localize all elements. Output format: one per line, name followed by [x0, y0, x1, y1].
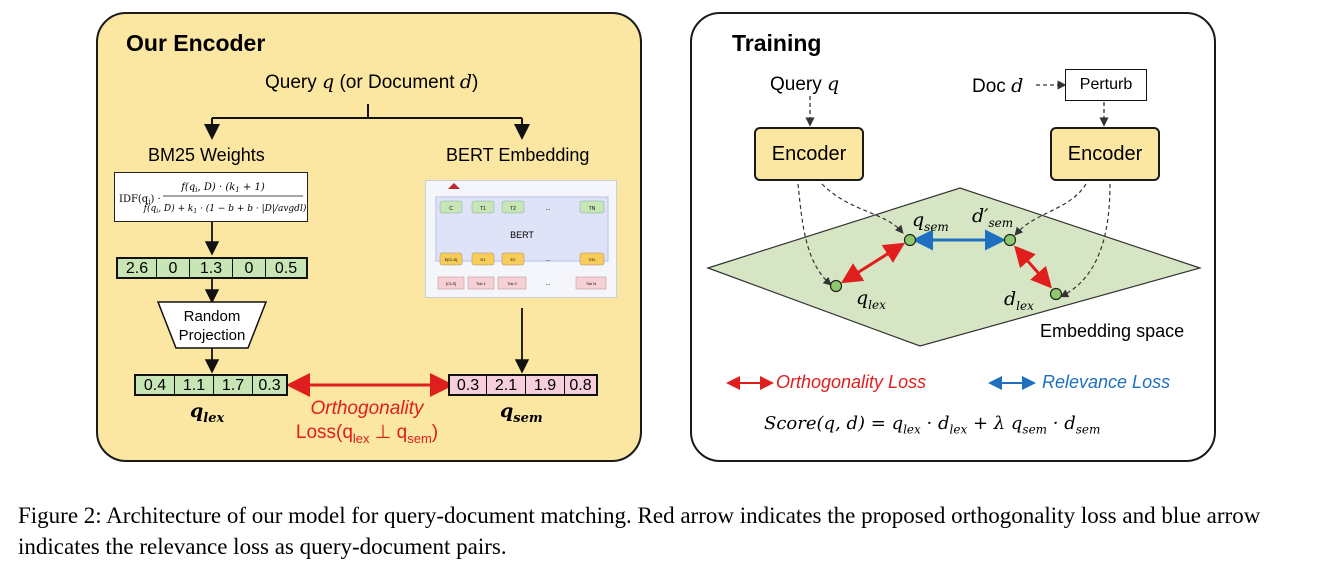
embedding-space-label: Embedding space — [1040, 321, 1185, 341]
orthogonality-loss-label: Orthogonality Loss(qlex ⊥ qsem) — [295, 398, 439, 446]
bert-top-token — [471, 200, 495, 214]
bert-top-token-label: TN — [589, 206, 596, 212]
bert-input-token — [497, 276, 527, 290]
encoder-connectors — [156, 104, 530, 397]
q-sem-label: qsem — [500, 400, 543, 426]
q-sem-cell: 1.9 — [526, 376, 565, 394]
q-lex-cell: 0.4 — [136, 376, 175, 394]
bert-emb-token-label: ... — [545, 257, 550, 263]
q-sem-cell: 0.8 — [565, 376, 596, 394]
formula-denominator: f(qi, D) + k1 · (1 − b + b · |D|/avgdl) — [143, 203, 307, 215]
bert-emb-token — [501, 252, 525, 266]
bert-emb-token-label: E1 — [481, 257, 487, 262]
encoder-left-box: Encoder — [754, 127, 864, 181]
bert-input-token-label: [CLS] — [446, 281, 456, 286]
bm25-cell: 1.3 — [190, 259, 233, 277]
q-lex-cell: 0.3 — [253, 376, 286, 394]
projection-trapezoid — [156, 301, 268, 349]
encoder-panel-title: Our Encoder — [126, 30, 266, 56]
bm25-label: BM25 Weights — [148, 145, 265, 165]
formula-numerator: f(qi, D) · (k1 + 1) — [180, 182, 265, 194]
bert-emb-token-label: E[CLS] — [445, 257, 458, 262]
encoder-input-label: Query q (or Document d) — [265, 71, 479, 93]
bert-input-token-label: Tok 2 — [507, 281, 517, 286]
bert-title: BERT — [510, 230, 534, 240]
perturb-box: Perturb — [1065, 69, 1147, 101]
bert-emb-token — [471, 252, 495, 266]
legend-relevance: Relevance Loss — [1042, 372, 1171, 392]
bert-input-token — [575, 276, 607, 290]
bert-label: BERT Embedding — [446, 145, 590, 165]
bert-input-token-label: ... — [545, 281, 550, 287]
q-sem-node-label: qsem — [912, 209, 949, 234]
legend-orthogonality: Orthogonality Loss — [776, 372, 927, 392]
encoder-right-box: Encoder — [1050, 127, 1160, 181]
bert-emb-token — [579, 252, 605, 266]
bert-diagram: C T1 T2 ... TN BERT E[CLS] E1 E2 ... EN … — [425, 180, 617, 298]
bert-emb-token-label: EN — [589, 257, 595, 262]
q-sem-node — [903, 233, 917, 247]
bert-top-token-label: T2 — [510, 206, 516, 212]
bert-top-token — [579, 200, 605, 214]
training-doc-label: Doc d — [972, 75, 1024, 97]
bm25-cell: 2.6 — [118, 259, 157, 277]
bert-top-token — [501, 200, 525, 214]
bert-diagram-svg: C T1 T2 ... TN BERT E[CLS] E1 E2 ... EN … — [435, 183, 609, 290]
q-sem-cell: 2.1 — [487, 376, 526, 394]
bert-emb-token — [439, 252, 463, 266]
d-lex-node-label: dlex — [1004, 288, 1034, 313]
bert-input-token-label: Tok N — [586, 281, 596, 286]
bm25-cell: 0 — [233, 259, 266, 277]
score-formula: Score(q, d) = qlex · dlex + λ qsem · dse… — [764, 413, 1101, 437]
bert-input-token — [467, 276, 495, 290]
q-sem-cell: 0.3 — [450, 376, 487, 394]
d-sem-node-label: d′sem — [972, 205, 1014, 230]
bert-emb-token-label: E2 — [511, 257, 517, 262]
training-panel-title: Training — [732, 30, 822, 56]
formula-idf: IDF(qi) · — [119, 194, 161, 206]
embedding-plane — [706, 187, 1203, 347]
bert-input-token-label: Tok 1 — [476, 281, 486, 286]
q-lex-vector: 0.4 1.1 1.7 0.3 — [134, 374, 288, 396]
bm25-vector: 2.6 0 1.3 0 0.5 — [116, 257, 308, 279]
bm25-formula-svg: IDF(qi) · f(qi, D) · (k1 + 1) f(qi, D) +… — [119, 182, 307, 215]
bert-top-token-label: ... — [545, 206, 550, 212]
d-lex-node — [1049, 287, 1063, 301]
bm25-formula: IDF(qi) · f(qi, D) · (k1 + 1) f(qi, D) +… — [114, 172, 308, 222]
q-lex-cell: 1.7 — [214, 376, 253, 394]
q-lex-cell: 1.1 — [175, 376, 214, 394]
bert-top-token-label: T1 — [480, 206, 486, 212]
q-lex-node-label: qlex — [856, 287, 886, 312]
bert-top-token — [439, 200, 463, 214]
figure-caption: Figure 2: Architecture of our model for … — [18, 503, 1261, 559]
q-lex-label: qlex — [190, 400, 225, 426]
bert-input-token — [437, 276, 465, 290]
bert-cls-arrow — [448, 183, 460, 189]
bm25-cell: 0.5 — [266, 259, 306, 277]
bert-top-token-label: C — [449, 206, 453, 212]
training-query-label: Query q — [770, 73, 840, 95]
training-diagram — [706, 80, 1203, 390]
q-lex-node — [829, 279, 843, 293]
bm25-cell: 0 — [157, 259, 190, 277]
random-projection-label: Random Projection — [178, 308, 246, 344]
q-sem-vector: 0.3 2.1 1.9 0.8 — [448, 374, 598, 396]
d-sem-node — [1003, 233, 1017, 247]
